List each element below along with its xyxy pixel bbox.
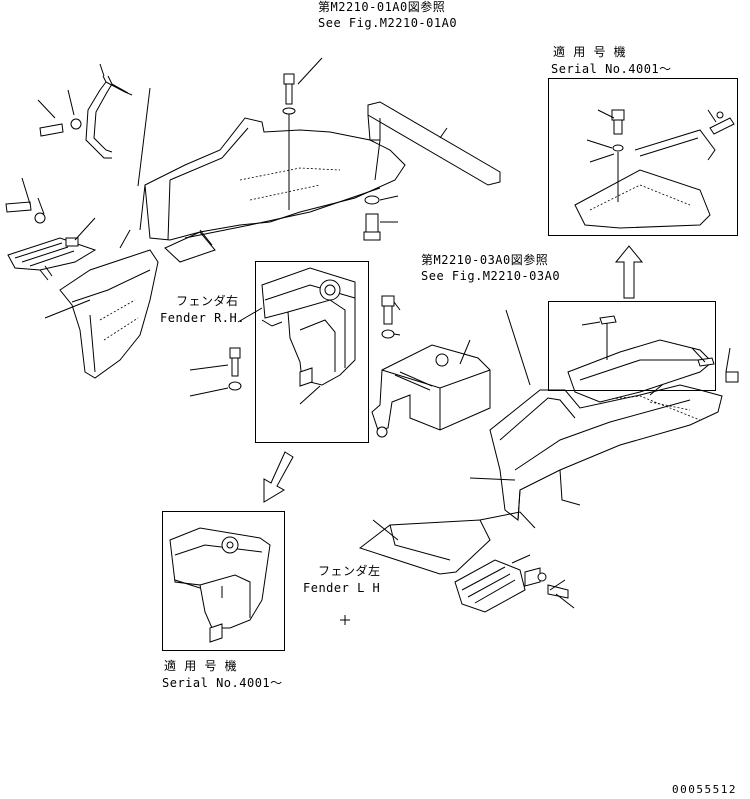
fender-rh-bracket-box	[255, 261, 369, 443]
ref-top-en: See Fig.M2210-01A0	[318, 16, 458, 30]
hollow-arrows	[263, 245, 644, 503]
serial-detail-box-lower-left	[162, 511, 285, 651]
ref-top-jp: 第M2210-01A0図参照	[318, 0, 446, 14]
support-bar	[363, 101, 501, 241]
serial-lower-jp: 適 用 号 機	[164, 659, 238, 673]
upper-right-detail-drawing	[574, 109, 735, 229]
ref-mid-en: See Fig.M2210-03A0	[421, 269, 561, 283]
mid-right-detail-drawing	[567, 315, 739, 403]
serial-lower-en: Serial No.4001～	[162, 676, 283, 690]
serial-detail-box-upper-right	[548, 78, 738, 236]
serial-upper-en: Serial No.4001～	[551, 62, 672, 76]
fender-rh-en: Fender R.H.	[160, 311, 245, 325]
rh-bracket-detail	[228, 267, 356, 391]
rh-fender-assembly	[5, 75, 406, 379]
fender-lh-en: Fender L H	[303, 581, 381, 595]
fender-lh-jp: フェンダ左	[318, 564, 381, 578]
serial-upper-jp: 適 用 号 機	[553, 45, 627, 59]
top-bolt-chain	[282, 57, 323, 210]
ref-mid-jp: 第M2210-03A0図参照	[421, 253, 549, 267]
lh-fender-assembly	[340, 344, 723, 625]
document-number: 00055512	[672, 783, 737, 796]
lower-left-detail-drawing	[169, 527, 271, 643]
center-bracket	[371, 295, 491, 438]
fender-rh-jp: フェンダ右	[176, 294, 239, 308]
leader-lines	[21, 63, 731, 609]
fender-lh-detail-box	[548, 301, 716, 391]
